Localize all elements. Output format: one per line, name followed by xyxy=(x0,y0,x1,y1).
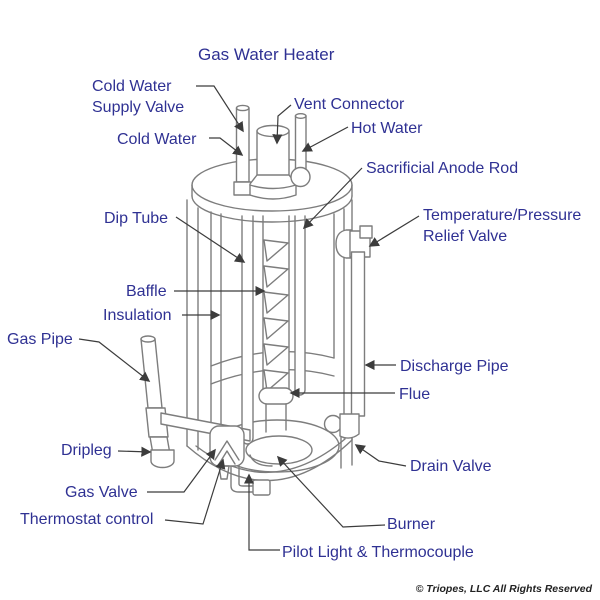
leader-sacrificial-anode-rod xyxy=(302,167,363,230)
label-hot-water: Hot Water xyxy=(351,120,423,137)
label-burner: Burner xyxy=(387,516,436,533)
dip-tube-shape xyxy=(241,215,254,445)
leader-drain-valve xyxy=(354,444,407,467)
label-discharge-pipe: Discharge Pipe xyxy=(400,358,509,375)
label-insulation: Insulation xyxy=(103,307,172,324)
label-cold-water-supply-valve: Cold Water Supply Valve xyxy=(92,78,185,116)
leader-cold-water-supply-valve xyxy=(196,85,244,133)
label-sacrificial-anode-rod: Sacrificial Anode Rod xyxy=(366,160,519,177)
leader-hot-water xyxy=(301,126,349,152)
label-pilot-light-thermocouple: Pilot Light & Thermocouple xyxy=(282,544,474,561)
label-flue: Flue xyxy=(399,386,431,403)
flue-lower xyxy=(265,403,287,433)
label-thermostat-control: Thermostat control xyxy=(20,511,154,528)
leader-dip-tube xyxy=(175,216,246,263)
diagram-title: Gas Water Heater xyxy=(198,45,335,64)
leader-cold-water xyxy=(209,137,244,156)
hot-water-pipe-shape xyxy=(290,112,311,188)
tp-relief-valve-shape xyxy=(335,225,373,259)
anode-rod-shape xyxy=(294,215,306,396)
label-tp-relief-valve: Temperature/Pressure Relief Valve xyxy=(423,207,582,245)
label-baffle: Baffle xyxy=(126,283,167,300)
label-gas-pipe: Gas Pipe xyxy=(7,331,73,348)
burner-shape xyxy=(245,435,313,467)
leader-burner xyxy=(276,455,386,528)
leader-tp-relief-valve xyxy=(368,215,420,247)
leader-vent-connector xyxy=(272,104,292,145)
label-dip-tube: Dip Tube xyxy=(104,210,169,227)
leader-pilot-light xyxy=(243,473,280,551)
copyright-notice: © Triopes, LLC All Rights Reserved xyxy=(415,583,592,595)
baffle-shape xyxy=(263,239,289,392)
gas-valve-shape xyxy=(209,425,245,480)
label-dripleg: Dripleg xyxy=(61,442,112,459)
vent-connector-shape xyxy=(249,124,297,200)
label-gas-valve: Gas Valve xyxy=(65,484,138,501)
leader-thermostat-control xyxy=(164,458,226,525)
label-vent-connector: Vent Connector xyxy=(294,96,405,113)
leader-gas-pipe xyxy=(78,338,151,382)
pilot-assembly-shape xyxy=(230,458,271,496)
label-cold-water: Cold Water xyxy=(117,131,197,148)
flue-boot xyxy=(258,387,294,405)
leader-gas-valve xyxy=(147,448,216,493)
leader-dripleg xyxy=(117,446,152,457)
drain-valve-shape xyxy=(323,413,360,469)
dripleg-shape xyxy=(150,449,175,469)
discharge-pipe-shape xyxy=(350,251,366,417)
label-drain-valve: Drain Valve xyxy=(410,458,492,475)
